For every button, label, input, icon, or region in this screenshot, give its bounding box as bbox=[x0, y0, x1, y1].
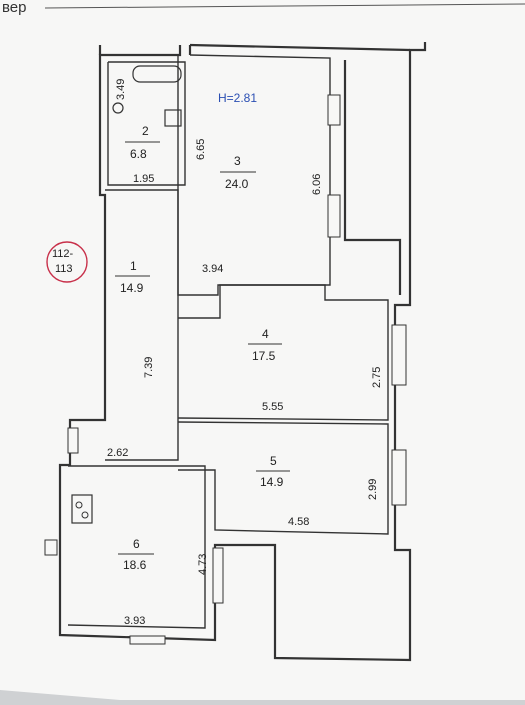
room-labels: 2 6.8 3 24.0 1 14.9 4 17.5 5 14.9 6 18.6 bbox=[115, 124, 290, 572]
room-3-number: 3 bbox=[234, 154, 241, 168]
ceiling-height-label: H=2.81 bbox=[218, 91, 257, 105]
room-1-area: 14.9 bbox=[120, 281, 144, 295]
apartment-ref-top: 112- bbox=[52, 248, 74, 260]
inner-walls bbox=[67, 54, 389, 629]
apartment-ref: 112- 113 bbox=[46, 241, 88, 283]
dim-262: 2.62 bbox=[107, 447, 128, 459]
windows bbox=[44, 94, 407, 645]
room-2-number: 2 bbox=[142, 124, 149, 138]
apartment-ref-circle bbox=[46, 241, 88, 283]
room-2-area: 6.8 bbox=[130, 147, 147, 161]
room-3-area: 24.0 bbox=[225, 177, 249, 191]
header-underline bbox=[44, 3, 525, 9]
dim-393: 3.93 bbox=[124, 615, 145, 627]
room-5-number: 5 bbox=[270, 454, 277, 468]
dim-458: 4.58 bbox=[288, 516, 309, 528]
dim-275: 2.75 bbox=[371, 367, 383, 388]
dim-394: 3.94 bbox=[202, 263, 223, 275]
dim-555: 5.55 bbox=[262, 401, 283, 413]
toilet-icon bbox=[112, 102, 124, 114]
dim-195: 1.95 bbox=[133, 173, 154, 185]
fixtures bbox=[71, 65, 182, 524]
room-4-number: 4 bbox=[262, 327, 269, 341]
burner-icon bbox=[81, 511, 89, 519]
dimension-labels: 3.49 1.95 6.65 6.06 3.94 7.39 2.75 5.55 … bbox=[107, 79, 383, 627]
dim-739: 7.39 bbox=[143, 357, 155, 378]
dim-665: 6.65 bbox=[195, 139, 207, 160]
dim-349: 3.49 bbox=[115, 79, 127, 100]
burner-icon bbox=[75, 501, 83, 509]
room-6-number: 6 bbox=[133, 537, 140, 551]
apartment-ref-bottom: 113 bbox=[55, 263, 73, 275]
room-6-area: 18.6 bbox=[123, 558, 147, 572]
dim-473: 4.73 bbox=[197, 554, 209, 575]
dim-606: 6.06 bbox=[311, 174, 323, 195]
bathtub-icon bbox=[132, 65, 182, 83]
stove-icon bbox=[71, 494, 93, 524]
dim-299: 2.99 bbox=[367, 479, 379, 500]
room-4-area: 17.5 bbox=[252, 349, 276, 363]
room-5-area: 14.9 bbox=[260, 475, 284, 489]
header-partial-text: вер bbox=[2, 0, 27, 16]
sink-icon bbox=[164, 109, 182, 127]
room-1-number: 1 bbox=[130, 259, 137, 273]
